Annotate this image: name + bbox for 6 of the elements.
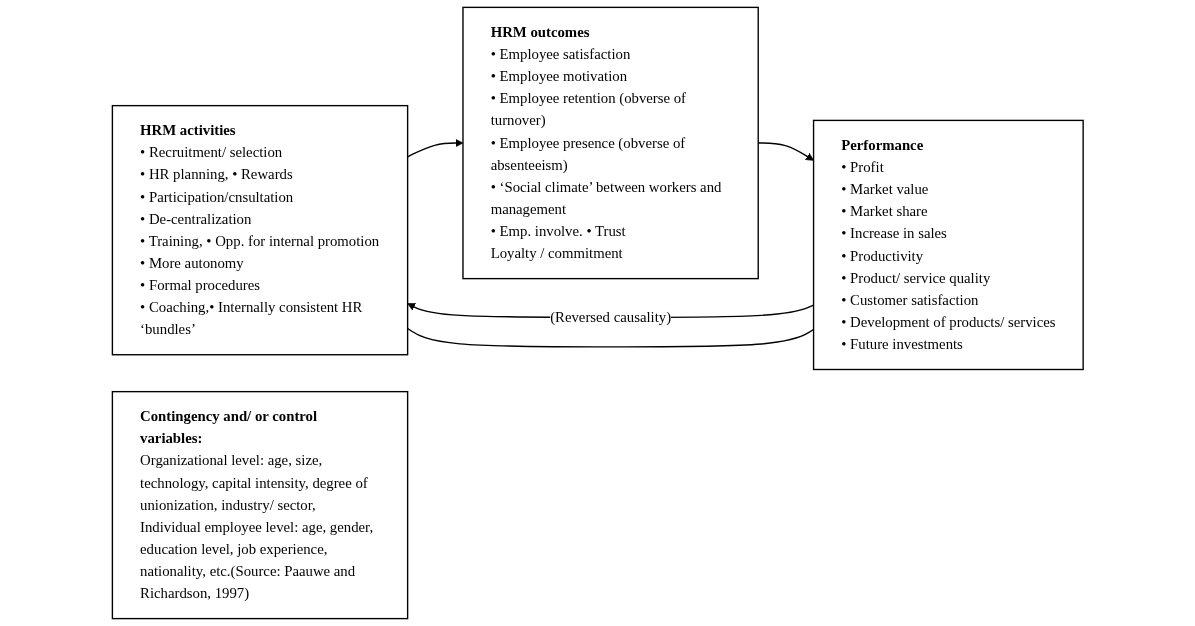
node-box: HRM outcomes • Employee satisfaction • Employee motivation • Employee retention (obverse of turnover) • Employee presence (obverse of absenteeism) • ‘Social climate’ between workers and management • Emp. involve. • Trust Loyalty / commitment — [462, 6, 759, 280]
arrow — [757, 142, 814, 161]
node-box: Contingency and/ or control variables: Organizational level: age, size, technology, capital intensity, degree of unionization, industry/ sector, Individual employee level: age, gender, education level, job experience, nationality, etc.(Source: Paauwe and Richardson, 1997) — [111, 390, 409, 620]
node-box: Performance • Profit • Market value • Market share • Increase in sales • Productivity • Product/ service quality • Customer satisfaction • Development of products/ services • Future investments — [812, 119, 1084, 371]
node-box: HRM activities • Recruitment/ selection • HR planning, • Rewards • Participation/cnsultation • De-centralization • Training, • Opp. for internal promotion • More autonomy • Formal procedures • Coaching,• Internally consistent HR ‘bundles’ — [111, 104, 409, 356]
edge-label: (Reversed causality) — [549, 309, 671, 325]
